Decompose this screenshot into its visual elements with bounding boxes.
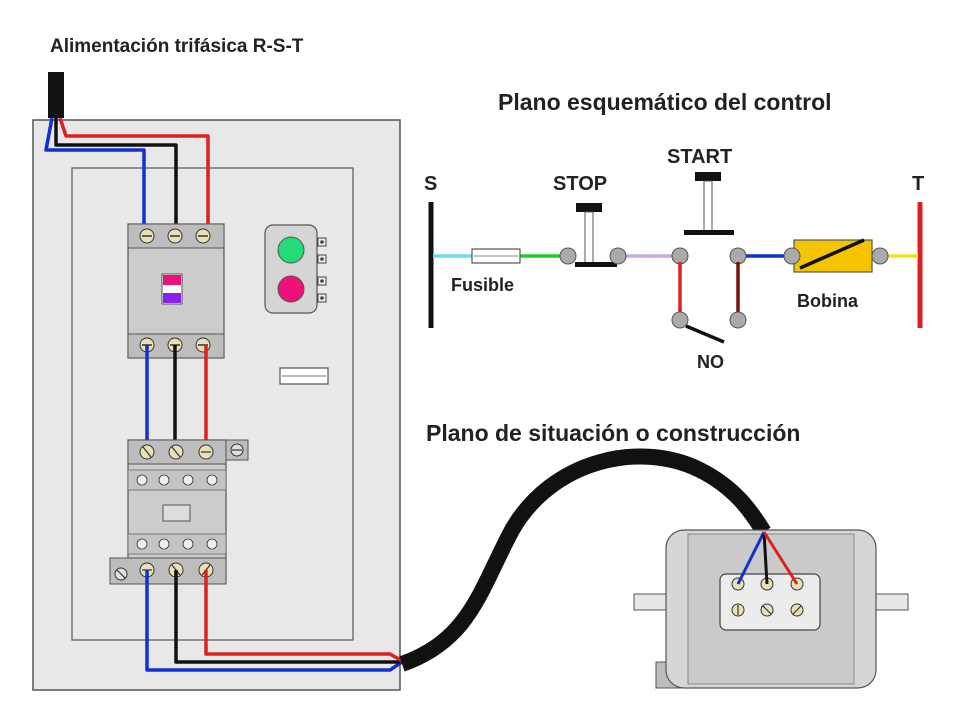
motor-terminal-wires — [736, 531, 799, 585]
supply-cable — [48, 72, 64, 118]
stop-button-indicator — [277, 275, 305, 303]
fuse-label: Fusible — [451, 275, 514, 295]
stop-switch-symbol — [559, 203, 627, 267]
layout-title: Plano de situación o construcción — [426, 420, 800, 446]
no-contact-symbol — [671, 262, 747, 344]
start-button-indicator — [277, 236, 305, 264]
circuit-breaker — [127, 223, 225, 359]
push-button-box — [264, 224, 327, 314]
control-schematic — [428, 172, 923, 344]
motor — [633, 529, 909, 689]
stop-label: STOP — [553, 173, 607, 195]
no-label: NO — [697, 352, 724, 372]
coil-label: Bobina — [797, 291, 859, 311]
contactor — [109, 439, 249, 585]
electrical-panel — [32, 119, 401, 691]
supply-label: Alimentación trifásica R-S-T — [50, 36, 304, 57]
breaker-contactor-wires — [145, 345, 208, 452]
t-label: T — [912, 173, 924, 195]
start-switch-symbol — [671, 172, 747, 265]
start-label: START — [667, 146, 732, 168]
motor-cable — [399, 448, 771, 672]
supply-wires — [44, 117, 210, 236]
coil-symbol — [783, 238, 889, 273]
s-label: S — [424, 173, 437, 195]
control-title: Plano esquemático del control — [498, 89, 832, 115]
